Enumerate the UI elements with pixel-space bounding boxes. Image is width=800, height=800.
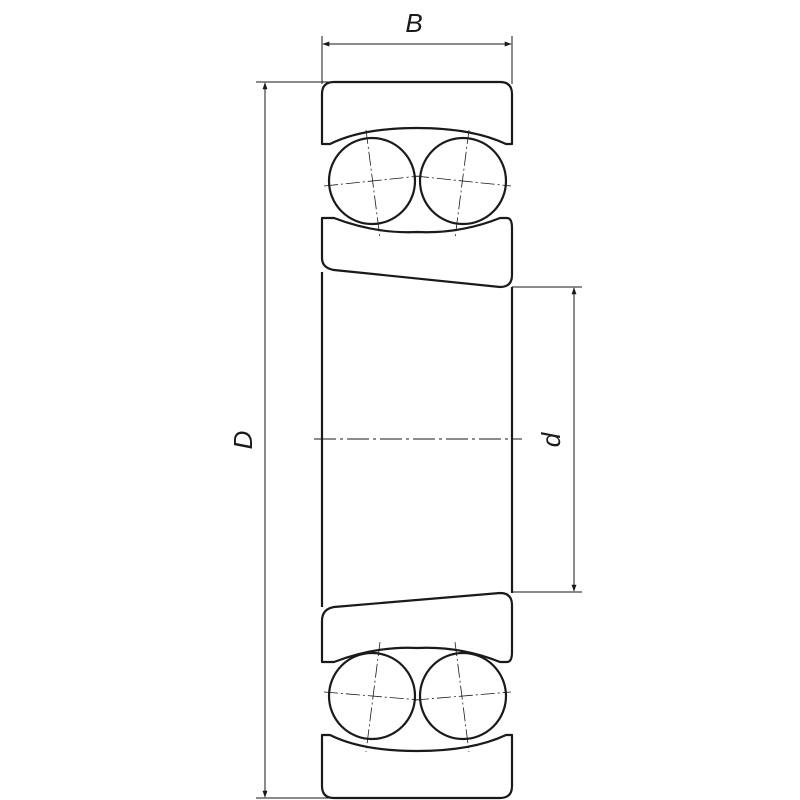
width-label: B — [405, 8, 422, 38]
inner-ring-bottom — [320, 591, 514, 664]
dimension-bore-diameter: d — [512, 286, 582, 593]
ball-bottom-right — [414, 641, 512, 753]
dimension-width: B — [321, 8, 513, 84]
dimension-outer-diameter: D — [228, 81, 338, 799]
outer-diameter-label: D — [228, 431, 258, 450]
ball-bottom-left — [323, 641, 421, 753]
ball-top-left — [323, 129, 421, 239]
outer-ring-top — [320, 80, 514, 146]
ball-top-right — [414, 129, 512, 239]
outer-ring-bottom — [320, 733, 514, 800]
bore-diameter-label: d — [536, 431, 566, 447]
inner-ring-top — [320, 216, 514, 289]
